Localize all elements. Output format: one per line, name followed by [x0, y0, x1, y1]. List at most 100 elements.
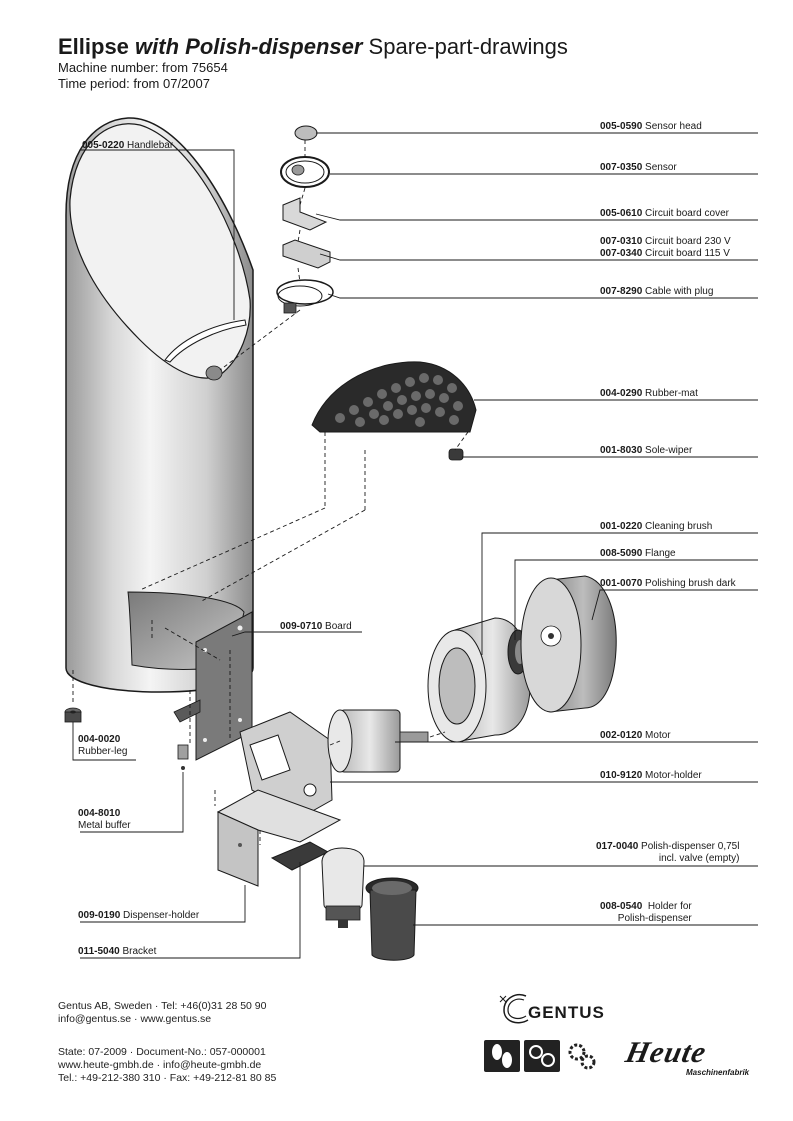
part-number: 017-0040 [596, 841, 639, 852]
part-name: Rubber-mat [645, 388, 698, 399]
rubber-mat-shape [311, 361, 477, 433]
polishing-brush-shape [520, 575, 617, 713]
part-number: 004-0020 [78, 734, 121, 745]
part-name: Dispenser-holder [123, 910, 200, 921]
part-number: 007-0340 [600, 248, 643, 259]
dispenser-holder-shape [216, 789, 342, 887]
part-name: Polish-dispenser 0,75l [641, 841, 740, 852]
callout-motor: 002-0120 Motor [600, 730, 671, 742]
part-number: 004-0290 [600, 388, 643, 399]
part-name: Sensor head [645, 121, 702, 132]
callout-sensor-head: 005-0590 Sensor head [600, 121, 702, 133]
part-number: 001-8030 [600, 445, 643, 456]
callout-rubber-mat: 004-0290 Rubber-mat [600, 388, 698, 400]
polish-dispenser-shape [321, 847, 365, 928]
rubber-leg-shape [64, 707, 82, 723]
time-period: Time period: from 07/2007 [58, 76, 210, 91]
machine-body [65, 117, 254, 693]
machine-number: Machine number: from 75654 [58, 60, 228, 75]
callout-cable-with-plug: 007-8290 Cable with plug [600, 286, 713, 298]
part-name: Sensor [645, 162, 677, 173]
part-name: Flange [645, 548, 676, 559]
part-name: Circuit board 230 V [645, 236, 731, 247]
part-number: 002-0120 [600, 730, 643, 741]
sole-wiper-shape [448, 448, 464, 461]
part-number: 009-0710 [280, 621, 323, 632]
gears-shoe-icon [524, 1040, 560, 1072]
callout-sole-wiper: 001-8030 Sole-wiper [600, 445, 692, 457]
footer-line: State: 07-2009 · Document-No.: 057-00000… [58, 1046, 266, 1058]
part-name: Cleaning brush [645, 521, 713, 532]
part-name: Sole-wiper [645, 445, 693, 456]
circuit-board-shape [282, 239, 331, 269]
header: Ellipse with Polish-dispenser Spare-part… [58, 34, 568, 92]
callout-handlebar: 005-0220 Handlebar [82, 140, 173, 152]
callout-circuit-board-230: 007-0310 Circuit board 230 V [600, 236, 731, 248]
title-doc-type: Spare-part-drawings [368, 34, 568, 59]
callout-sensor: 007-0350 Sensor [600, 162, 677, 174]
part-name: Circuit board cover [645, 208, 729, 219]
circuit-board-cover-shape [282, 197, 328, 231]
motor-shape [327, 709, 429, 773]
title-variant: with Polish-dispenser [135, 34, 363, 59]
footer-heute: State: 07-2009 · Document-No.: 057-00000… [58, 1046, 276, 1085]
page-title: Ellipse with Polish-dispenser Spare-part… [58, 34, 568, 60]
footer-line: Tel.: +49-212-380 310 · Fax: +49-212-81 … [58, 1072, 277, 1084]
part-number: 007-0310 [600, 236, 643, 247]
callout-motor-holder: 010-9120 Motor-holder [600, 770, 702, 782]
callout-circuit-board-115: 007-0340 Circuit board 115 V [600, 248, 730, 260]
callout-polishing-brush: 001-0070 Polishing brush dark [600, 578, 736, 590]
footer-line: Gentus AB, Sweden · Tel: +46(0)31 28 50 … [58, 1000, 267, 1012]
part-name-detail: Polish-dispenser [617, 913, 692, 924]
part-number: 007-8290 [600, 286, 643, 297]
part-number: 008-0540 [600, 901, 643, 912]
sensor-shape [280, 156, 330, 188]
metal-buffer-shape [177, 744, 189, 770]
footer-line: info@gentus.se · www.gentus.se [58, 1013, 212, 1025]
part-name: Motor-holder [645, 770, 702, 781]
part-name-detail: incl. valve (empty) [658, 853, 740, 864]
part-name: Handlebar [127, 140, 174, 151]
part-name: Motor [645, 730, 671, 741]
gears-icon [564, 1040, 600, 1072]
part-number: 009-0190 [78, 910, 121, 921]
footer-gentus: Gentus AB, Sweden · Tel: +46(0)31 28 50 … [58, 1000, 267, 1026]
title-model: Ellipse [58, 34, 129, 59]
part-name: Polishing brush dark [645, 578, 736, 589]
part-number: 004-8010 [78, 808, 121, 819]
part-number: 008-5090 [600, 548, 643, 559]
gentus-swirl-icon [499, 994, 529, 1024]
part-name: Circuit board 115 V [645, 248, 730, 259]
part-number: 005-0610 [600, 208, 643, 219]
callout-flange: 008-5090 Flange [600, 548, 676, 560]
part-name: Rubber-leg [78, 746, 128, 757]
part-number: 007-0350 [600, 162, 643, 173]
part-number: 010-9120 [600, 770, 643, 781]
part-number: 005-0220 [82, 140, 125, 151]
sensor-head-shape [294, 125, 318, 141]
callout-bracket: 011-5040 Bracket [78, 946, 156, 958]
shoe-sole-icon [484, 1040, 520, 1072]
callout-dispenser-holder: 009-0190 Dispenser-holder [78, 910, 199, 922]
callout-cleaning-brush: 001-0220 Cleaning brush [600, 521, 712, 533]
part-name: Bracket [122, 946, 157, 957]
part-number: 005-0590 [600, 121, 643, 132]
gentus-logo: GENTUS [528, 1003, 605, 1022]
part-number: 011-5040 [78, 946, 120, 957]
footer-line: www.heute-gmbh.de · info@heute-gmbh.de [58, 1059, 262, 1071]
callout-circuit-board-cover: 005-0610 Circuit board cover [600, 208, 729, 220]
part-name: Board [325, 621, 352, 632]
part-name: Holder for [647, 901, 692, 912]
heute-logo: Heute [622, 1036, 710, 1069]
dispenser-holder-cup-shape [365, 877, 419, 961]
callout-board: 009-0710 Board [280, 621, 352, 633]
heute-logo-subtitle: Maschinenfabrik [686, 1068, 750, 1077]
part-number: 001-0070 [600, 578, 643, 589]
part-name: Metal buffer [78, 820, 131, 831]
